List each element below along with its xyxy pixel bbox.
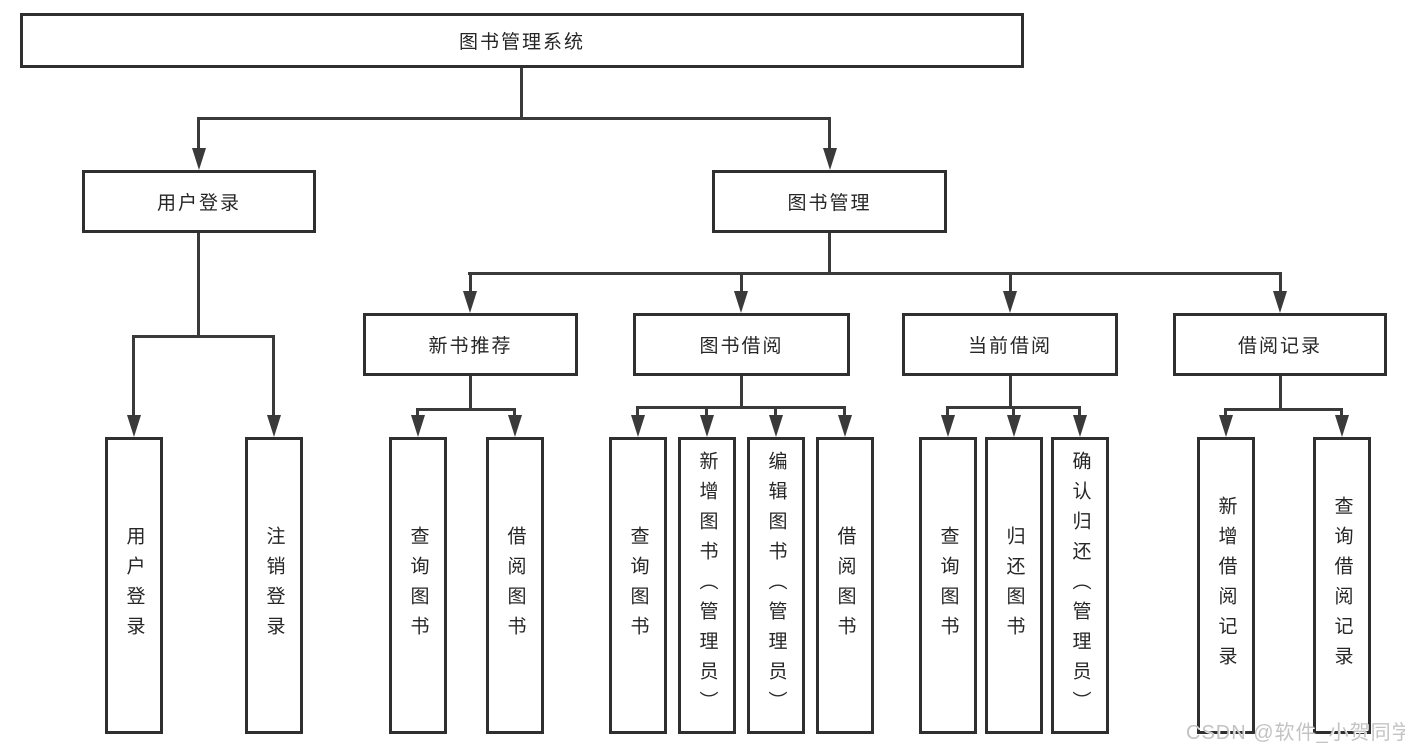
leaf-confirm-return-admin-label: 确认归还（管理员） xyxy=(1069,450,1091,721)
leaf-confirm-return-admin: 确认归还（管理员） xyxy=(1051,437,1109,734)
leaf-current-query-book: 查询图书 xyxy=(919,437,977,734)
connector-line xyxy=(636,406,639,417)
leaf-add-book-admin: 新增图书（管理员） xyxy=(678,437,736,734)
connector-line xyxy=(946,406,949,417)
connector-line xyxy=(197,117,831,120)
arrow-down-icon xyxy=(734,291,748,313)
connector-line xyxy=(520,68,523,117)
arrow-down-icon xyxy=(1007,415,1021,437)
connector-line xyxy=(1009,272,1012,293)
arrow-down-icon xyxy=(1273,291,1287,313)
arrow-down-icon xyxy=(631,415,645,437)
leaf-logout-label: 注销登录 xyxy=(263,525,285,646)
arrow-down-icon xyxy=(127,415,141,437)
node-book-management-label: 图书管理 xyxy=(787,193,872,214)
arrow-down-icon xyxy=(1219,415,1233,437)
leaf-newbook-query-book-label: 查询图书 xyxy=(407,525,429,646)
connector-line xyxy=(843,406,846,417)
connector-line xyxy=(468,272,1281,275)
leaf-user-login: 用户登录 xyxy=(105,437,163,734)
node-current-borrow: 当前借阅 xyxy=(902,313,1118,376)
leaf-edit-book-admin: 编辑图书（管理员） xyxy=(747,437,805,734)
arrow-down-icon xyxy=(823,148,837,170)
leaf-newbook-query-book: 查询图书 xyxy=(389,437,447,734)
connector-line xyxy=(740,376,743,406)
leaf-logout: 注销登录 xyxy=(245,437,303,734)
watermark: CSDN @软件_小贺同学 xyxy=(1186,722,1405,744)
leaf-return-book: 归还图书 xyxy=(985,437,1043,734)
connector-line xyxy=(469,272,472,293)
connector-line xyxy=(1009,376,1012,406)
leaf-query-borrow-record: 查询借阅记录 xyxy=(1313,437,1371,734)
node-current-borrow-label: 当前借阅 xyxy=(967,336,1052,357)
node-book-borrow-label: 图书借阅 xyxy=(699,336,784,357)
leaf-query-borrow-record-label: 查询借阅记录 xyxy=(1331,495,1353,676)
connector-line xyxy=(774,406,777,417)
connector-line xyxy=(513,408,516,418)
leaf-user-login-label: 用户登录 xyxy=(123,525,145,646)
connector-line xyxy=(828,117,831,152)
node-root: 图书管理系统 xyxy=(20,13,1024,68)
arrow-down-icon xyxy=(192,148,206,170)
leaf-return-book-label: 归还图书 xyxy=(1003,525,1025,646)
arrow-down-icon xyxy=(463,291,477,313)
connector-line xyxy=(132,335,275,338)
connector-line xyxy=(272,335,275,417)
arrow-down-icon xyxy=(1003,291,1017,313)
connector-line xyxy=(1078,406,1081,417)
connector-line xyxy=(416,408,419,418)
connector-line xyxy=(1340,408,1343,418)
arrow-down-icon xyxy=(941,415,955,437)
connector-line xyxy=(1279,272,1282,293)
connector-line xyxy=(1279,376,1282,408)
leaf-borrow-query-book-label: 查询图书 xyxy=(627,525,649,646)
node-root-label: 图书管理系统 xyxy=(458,32,585,53)
leaf-newbook-borrow-book-label: 借阅图书 xyxy=(504,525,526,646)
connector-line xyxy=(1224,408,1227,418)
connector-line xyxy=(828,233,831,274)
node-book-borrow: 图书借阅 xyxy=(633,313,850,376)
connector-line xyxy=(197,117,200,152)
leaf-add-borrow-record: 新增借阅记录 xyxy=(1197,437,1255,734)
arrow-down-icon xyxy=(267,415,281,437)
arrow-down-icon xyxy=(838,415,852,437)
arrow-down-icon xyxy=(769,415,783,437)
node-borrow-record: 借阅记录 xyxy=(1173,313,1387,376)
connector-line xyxy=(1224,408,1343,411)
leaf-add-book-admin-label: 新增图书（管理员） xyxy=(696,450,718,721)
node-user-login-label: 用户登录 xyxy=(156,193,241,214)
leaf-add-borrow-record-label: 新增借阅记录 xyxy=(1215,495,1237,676)
leaf-borrow-query-book: 查询图书 xyxy=(609,437,667,734)
leaf-current-query-book-label: 查询图书 xyxy=(937,525,959,646)
connector-line xyxy=(740,272,743,293)
leaf-newbook-borrow-book: 借阅图书 xyxy=(486,437,544,734)
arrow-down-icon xyxy=(411,415,425,437)
leaf-borrow-book-label: 借阅图书 xyxy=(834,525,856,646)
connector-line xyxy=(469,376,472,408)
arrow-down-icon xyxy=(508,415,522,437)
connector-line xyxy=(636,406,846,409)
arrow-down-icon xyxy=(700,415,714,437)
connector-line xyxy=(197,233,200,335)
leaf-edit-book-admin-label: 编辑图书（管理员） xyxy=(765,450,787,721)
connector-line xyxy=(1012,406,1015,417)
node-borrow-record-label: 借阅记录 xyxy=(1237,336,1322,357)
node-new-book-recommend-label: 新书推荐 xyxy=(428,336,513,357)
arrow-down-icon xyxy=(1073,415,1087,437)
arrow-down-icon xyxy=(1335,415,1349,437)
node-new-book-recommend: 新书推荐 xyxy=(363,313,578,376)
connector-line xyxy=(705,406,708,417)
leaf-borrow-book: 借阅图书 xyxy=(816,437,874,734)
node-book-management: 图书管理 xyxy=(712,170,947,233)
connector-line xyxy=(132,335,135,417)
connector-line xyxy=(416,408,516,411)
node-user-login: 用户登录 xyxy=(82,170,316,233)
